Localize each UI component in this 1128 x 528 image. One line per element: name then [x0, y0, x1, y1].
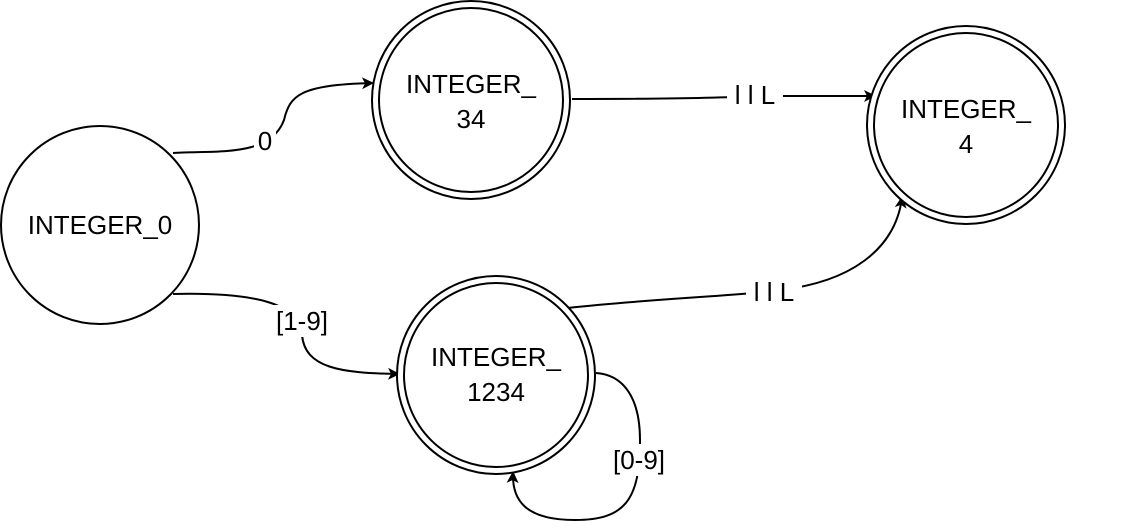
state-integer-34: INTEGER_ 34 [371, 0, 571, 200]
edge-integer-1234-self-loop: [0-9] [506, 372, 670, 522]
state-label-line-2: 1234 [467, 377, 525, 407]
state-label-line-1: INTEGER_ [431, 342, 562, 372]
state-label: INTEGER_0 [28, 210, 173, 240]
edge-label-0: 0 [258, 126, 272, 156]
edge-label-l-l-L-lower: l l L [754, 277, 794, 307]
state-integer-4: INTEGER_ 4 [866, 25, 1066, 225]
edge-integer-0-to-integer-1234: [1-9] [172, 292, 400, 380]
edge-integer-34-to-integer-4: l l L [571, 80, 876, 111]
state-integer-1234: INTEGER_ 1234 [396, 275, 596, 475]
state-label-line-2: 4 [959, 129, 973, 159]
state-label-line-1: INTEGER_ [901, 94, 1032, 124]
state-label-line-1: INTEGER_ [406, 69, 537, 99]
state-label-line-2: 34 [457, 104, 486, 134]
edge-label-1-9: [1-9] [276, 306, 328, 336]
edge-label-l-l-L-upper: l l L [735, 80, 775, 110]
edge-integer-0-to-integer-34: 0 [172, 77, 374, 156]
edge-label-0-9: [0-9] [613, 445, 665, 475]
edge-integer-1234-to-integer-4: l l L [566, 196, 907, 309]
state-integer-0: INTEGER_0 [0, 125, 200, 325]
